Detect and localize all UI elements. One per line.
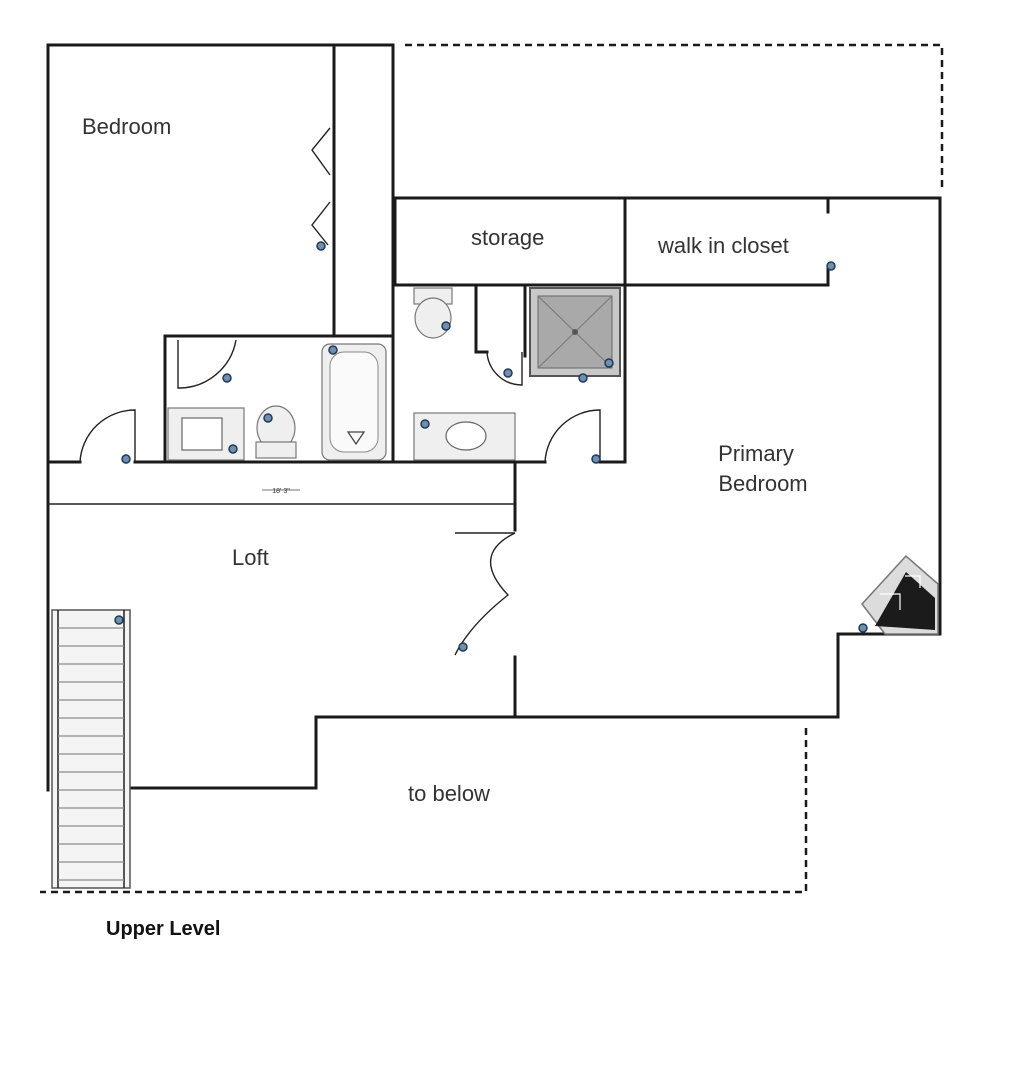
- storage-bottom-wall: [393, 196, 830, 287]
- walls: [46, 43, 942, 792]
- bath1-sink: [181, 417, 223, 451]
- marker-icon: [858, 623, 868, 633]
- bedroom-door: [79, 409, 136, 463]
- view-markers: [114, 241, 868, 652]
- marker-icon: [503, 368, 513, 378]
- primary-right-wall: [513, 196, 942, 719]
- marker-icon: [591, 454, 601, 464]
- loft-label: Loft: [232, 545, 269, 570]
- bath1-door: [177, 339, 237, 389]
- staircase: [51, 609, 131, 889]
- bath2-door: [544, 409, 601, 463]
- bedroom-label: Bedroom: [82, 114, 171, 139]
- bath2-sink: [445, 421, 487, 451]
- dashed-to-below: [40, 728, 808, 894]
- to-below-label: to below: [408, 781, 490, 806]
- fixtures: [167, 287, 939, 635]
- marker-icon: [114, 615, 124, 625]
- marker-icon: [826, 261, 836, 271]
- dimension-label: 18' 3": [272, 488, 290, 495]
- marker-icon: [578, 373, 588, 383]
- bathtub-basin: [329, 351, 379, 453]
- level-title: Upper Level: [106, 918, 220, 940]
- wc-door: [486, 351, 523, 386]
- marker-icon: [222, 373, 232, 383]
- primary-bedroom-label-line2: Bedroom: [718, 471, 807, 496]
- marker-icon: [263, 413, 273, 423]
- wall-top-left: [46, 43, 395, 338]
- primary-double-door: [454, 532, 516, 656]
- marker-icon: [228, 444, 238, 454]
- wc-partition: [474, 283, 489, 354]
- marker-icon: [604, 358, 614, 368]
- walk-in-closet-label: walk in closet: [657, 233, 789, 258]
- bath2-vanity: [413, 412, 516, 461]
- marker-icon: [441, 321, 451, 331]
- marker-icon: [328, 345, 338, 355]
- bedroom-closet-bifold-door: [311, 127, 331, 246]
- doors: [79, 127, 601, 656]
- bath1-toilet-tank: [255, 441, 297, 459]
- bath2-toilet: [414, 297, 452, 339]
- stair-outline: [51, 609, 131, 889]
- hall-dimension: 18' 3": [262, 488, 300, 495]
- marker-icon: [121, 454, 131, 464]
- dashed-upper-area: [405, 43, 944, 192]
- dashed-lines: [40, 43, 944, 894]
- primary-bedroom-label-line1: Primary: [718, 441, 794, 466]
- marker-icon: [458, 642, 468, 652]
- marker-icon: [420, 419, 430, 429]
- shower-drain: [572, 329, 578, 335]
- tub-faucet-icon: [346, 431, 366, 446]
- storage-label: storage: [471, 225, 544, 250]
- loft-bottom-wall: [128, 715, 517, 790]
- room-labels: Bedroom storage walk in closet Primary B…: [82, 114, 808, 806]
- marker-icon: [316, 241, 326, 251]
